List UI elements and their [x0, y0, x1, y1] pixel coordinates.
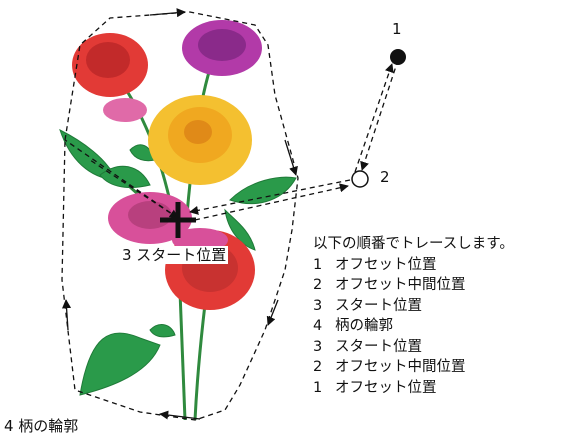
step-item: 2 オフセット中間位置	[313, 275, 514, 296]
step-number: 1	[313, 256, 323, 273]
step-item: 1 オフセット位置	[313, 255, 514, 276]
outline-direction-arrows	[62, 8, 298, 420]
step-item: 2 オフセット中間位置	[313, 357, 514, 378]
step-text: オフセット位置	[335, 379, 437, 396]
step-text: スタート位置	[335, 297, 422, 314]
trace-order-instructions: 以下の順番でトレースします。 1 オフセット位置 2 オフセット中間位置 3 スタート…	[313, 234, 514, 398]
step-item: 3 スタート位置	[313, 337, 514, 358]
step-item: 4 柄の輪郭	[313, 316, 514, 337]
instructions-heading: 以下の順番でトレースします。	[313, 236, 514, 252]
pattern-outline-label: 4 柄の輪郭	[4, 417, 79, 435]
offset-middle-point	[351, 170, 369, 188]
step-item: 3 スタート位置	[313, 296, 514, 317]
point-2-label: 2	[380, 168, 390, 186]
step-number: 4	[313, 318, 323, 334]
pattern-outline-trace	[61, 11, 299, 421]
step-number: 3	[313, 338, 323, 355]
offset-position-point	[390, 49, 406, 65]
step-text: 柄の輪郭	[335, 318, 393, 334]
step-item: 1 オフセット位置	[313, 378, 514, 399]
start-position-cross-icon	[160, 202, 196, 238]
step-text: スタート位置	[335, 338, 422, 355]
rose-top-left	[72, 33, 148, 122]
point-1-label: 1	[392, 20, 402, 38]
step-number: 1	[313, 379, 323, 396]
step-text: オフセット中間位置	[335, 277, 466, 293]
start-guide-lines	[64, 139, 179, 219]
step-number: 2	[313, 359, 323, 375]
step-number: 2	[313, 277, 323, 293]
step-text: オフセット位置	[335, 256, 437, 273]
rose-yellow	[148, 95, 252, 185]
offset-trace-path	[189, 59, 399, 221]
rose-top-purple	[182, 20, 262, 76]
step-number: 3	[313, 297, 323, 314]
leaves	[59, 129, 297, 396]
step-text: オフセット中間位置	[335, 359, 466, 375]
start-position-label: 3 スタート位置	[120, 246, 229, 264]
